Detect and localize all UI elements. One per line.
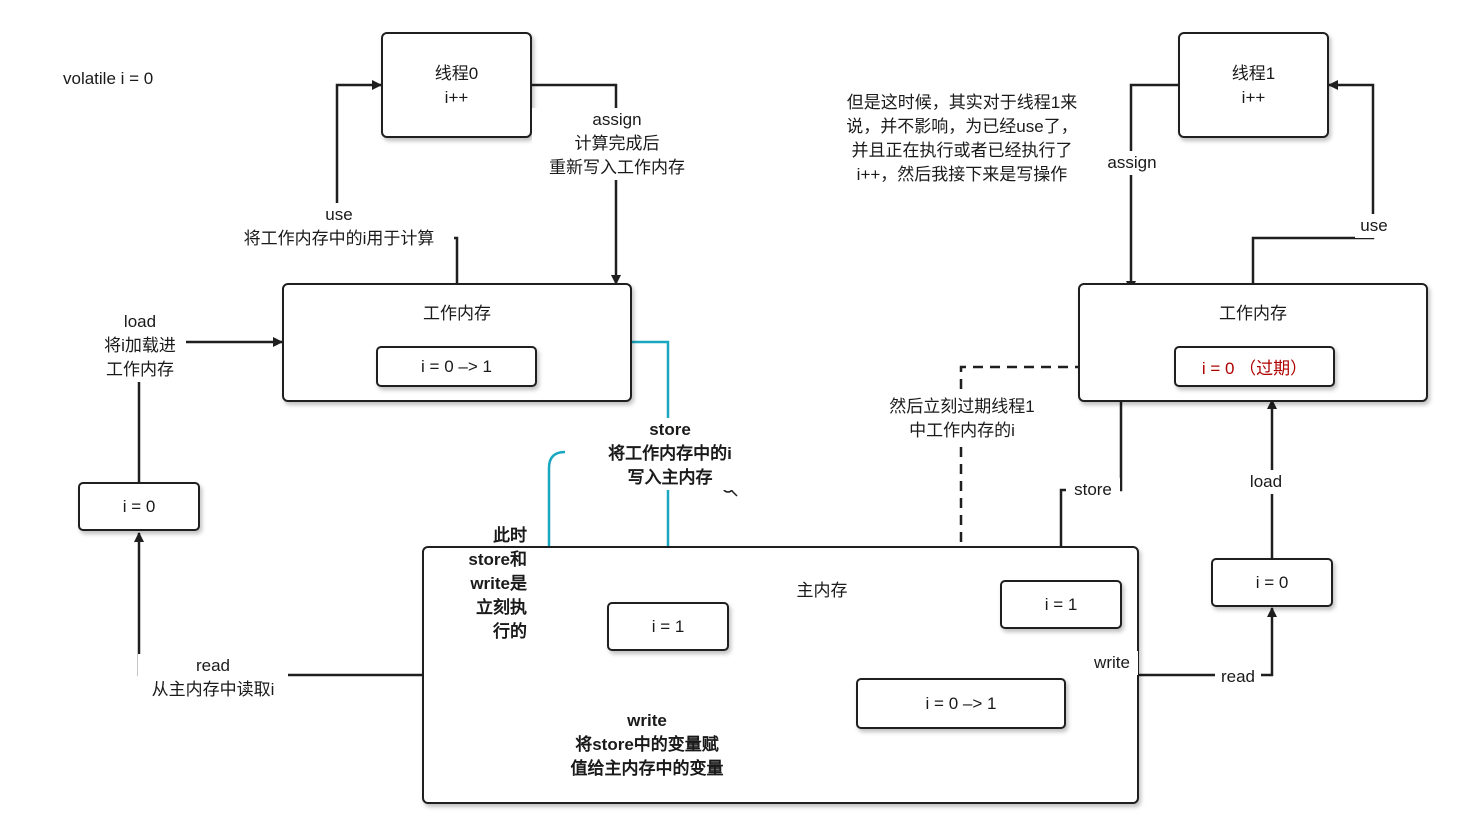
write1-label: write <box>1086 651 1138 675</box>
volatile-label: volatile i = 0 <box>63 69 154 88</box>
thread0-title: 线程0 <box>434 64 479 83</box>
thread1-box: 线程1 i++ <box>1178 32 1329 138</box>
wm0-value-box: i = 0 –> 1 <box>376 346 537 387</box>
thread1-op: i++ <box>1241 88 1266 107</box>
store0-wire <box>632 340 674 603</box>
load0-label: load 将i加载进 工作内存 <box>94 310 186 382</box>
wm1-value-box: i = 0 （过期） <box>1174 346 1335 387</box>
thread1-note: 但是这时候，其实对于线程1来 说，并不影响，为已经use了， 并且正在执行或者已… <box>846 93 1078 184</box>
simultaneous-note: 此时 store和 write是 立刻执 行的 <box>468 526 527 641</box>
use1-label: use <box>1355 214 1393 238</box>
read1-label: read <box>1215 665 1261 689</box>
thread0-op: i++ <box>444 88 469 107</box>
main-bottom-value-box: i = 0 –> 1 <box>856 678 1066 729</box>
right-read-box: i = 0 <box>1211 558 1333 607</box>
read0-label: read 从主内存中读取i <box>138 654 288 702</box>
assign0-wire <box>532 83 621 285</box>
assign0-label: assign 计算完成后 重新写入工作内存 <box>532 108 702 180</box>
left-read-box: i = 0 <box>78 482 200 531</box>
main-left-value-box: i = 1 <box>607 602 729 651</box>
expire-label: 然后立刻过期线程1 中工作内存的i <box>876 395 1048 443</box>
write0-label: write 将store中的变量赋 值给主内存中的变量 <box>570 711 724 778</box>
main-right-value-box: i = 1 <box>1000 580 1122 629</box>
working-memory-1: 工作内存 <box>1078 283 1428 402</box>
store1-label: store <box>1066 478 1120 502</box>
use1-wire <box>1251 80 1375 283</box>
store0-label: store 将工作内存中的i 写入主内存 <box>596 418 744 490</box>
use0-label: use 将工作内存中的i用于计算 <box>224 203 454 251</box>
wm1-title: 工作内存 <box>1219 304 1287 323</box>
read1-wire <box>1139 607 1277 677</box>
load1-label: load <box>1243 470 1289 494</box>
thread0-box: 线程0 i++ <box>381 32 532 138</box>
assign1-label: assign <box>1100 151 1164 175</box>
assign1-wire <box>1126 83 1178 291</box>
wm0-title: 工作内存 <box>423 304 491 323</box>
thread1-title: 线程1 <box>1231 64 1276 83</box>
main-memory-title: 主内存 <box>796 581 848 600</box>
